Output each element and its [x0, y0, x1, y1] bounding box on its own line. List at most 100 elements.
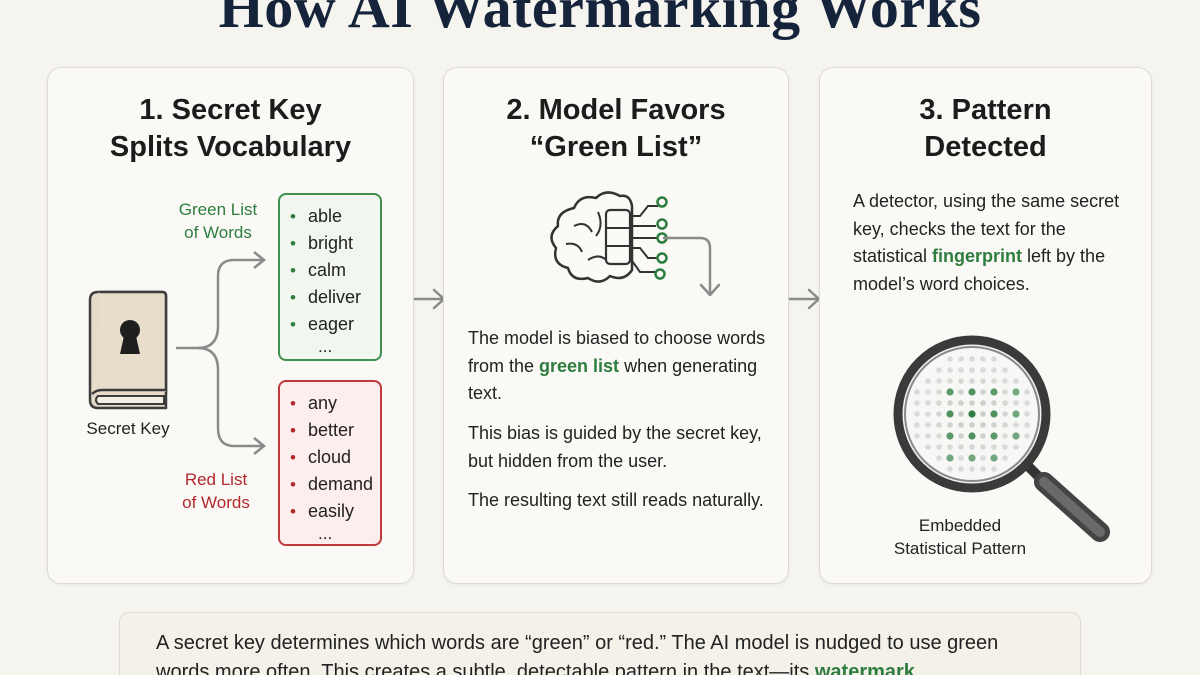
pattern-dot: [958, 422, 964, 428]
arrow-right-icon: [788, 288, 821, 310]
pattern-dot-green: [946, 432, 954, 440]
brain-network-icon: [550, 191, 668, 283]
pattern-dot: [1002, 433, 1008, 439]
pattern-dot: [991, 444, 997, 450]
pattern-dot: [991, 356, 997, 362]
pattern-dot-green: [946, 388, 954, 396]
step-title-line: Detected: [924, 131, 1047, 163]
red-word: •easily: [290, 501, 355, 521]
pattern-dot: [969, 466, 975, 472]
reads-naturally-text: The resulting text still reads naturally…: [468, 490, 764, 510]
bias-guided-text: This bias is guided by the secret key, b…: [468, 423, 762, 471]
pattern-dot-green: [968, 410, 976, 418]
pattern-dot: [991, 378, 997, 384]
summary-box: A secret key determines which words are …: [119, 612, 1081, 675]
pattern-dot: [958, 433, 964, 439]
step-card-secret-key: 1. Secret Key Splits Vocabulary Secret K…: [47, 67, 414, 584]
pattern-dot: [947, 400, 953, 406]
pattern-dot: [980, 455, 986, 461]
detector-text: A detector, using the same secret key, c…: [853, 191, 1120, 294]
pattern-dot: [914, 389, 920, 395]
pattern-dot: [1002, 444, 1008, 450]
pattern-dot: [947, 422, 953, 428]
pattern-dot: [936, 389, 942, 395]
pattern-dot: [925, 411, 931, 417]
pattern-dot: [980, 466, 986, 472]
magnifying-glass-icon: [893, 335, 1110, 542]
page-title: How AI Watermarking Works: [218, 0, 982, 40]
pattern-dot: [980, 389, 986, 395]
pattern-dot: [936, 400, 942, 406]
step-title-line: 3. Pattern: [919, 94, 1052, 126]
pattern-dot-green: [968, 388, 976, 396]
label-line: Embedded: [918, 516, 1002, 535]
green-word-list: •able •bright •calm •deliver •eager ...: [278, 193, 382, 361]
pattern-dot: [947, 444, 953, 450]
pattern-dot: [1002, 422, 1008, 428]
split-arrows: [176, 251, 267, 455]
step-title-line: 2. Model Favors: [506, 94, 726, 126]
label-line: Statistical Pattern: [893, 539, 1027, 558]
pattern-dot-green: [990, 454, 998, 462]
step-title-line: Splits Vocabulary: [109, 131, 352, 163]
pattern-dot: [1024, 389, 1030, 395]
pattern-dot: [1024, 400, 1030, 406]
pattern-dot: [947, 466, 953, 472]
pattern-dot: [980, 356, 986, 362]
pattern-dot: [936, 444, 942, 450]
more-words: ...: [318, 337, 333, 356]
green-list-label: Green List of Words: [168, 198, 268, 244]
pattern-dot: [969, 422, 975, 428]
pattern-dot: [980, 400, 986, 406]
pattern-dot-green: [946, 454, 954, 462]
pattern-dot: [1013, 400, 1019, 406]
pattern-dot: [936, 422, 942, 428]
green-word: •able: [290, 206, 343, 226]
pattern-dot: [980, 378, 986, 384]
pattern-dot-green: [990, 388, 998, 396]
pattern-dot-green: [1012, 432, 1020, 440]
pattern-dot: [1002, 367, 1008, 373]
pattern-dot: [914, 422, 920, 428]
secret-key-label: Secret Key: [86, 419, 170, 438]
pattern-dot: [925, 389, 931, 395]
pattern-label: Embedded Statistical Pattern: [860, 514, 1060, 560]
pattern-dot: [969, 356, 975, 362]
pattern-dot: [980, 367, 986, 373]
step-title: 1. Secret Key Splits Vocabulary: [48, 92, 413, 166]
pattern-dot: [914, 400, 920, 406]
pattern-dot: [936, 411, 942, 417]
pattern-dot: [925, 400, 931, 406]
pattern-dot: [980, 433, 986, 439]
pattern-dot: [1002, 400, 1008, 406]
pattern-dot-green: [968, 454, 976, 462]
pattern-dot: [925, 444, 931, 450]
label-line: Green List: [178, 200, 258, 219]
pattern-dot: [1002, 378, 1008, 384]
red-word: •cloud: [290, 447, 352, 467]
step-card-pattern-detected: 3. Pattern Detected A detector, using th…: [819, 67, 1152, 584]
pattern-dot: [1002, 411, 1008, 417]
step-card-model-favors: 2. Model Favors “Green List” The model i…: [443, 67, 789, 584]
pattern-dot: [1024, 411, 1030, 417]
pattern-dot-green: [990, 410, 998, 418]
label-line: Red List: [184, 470, 248, 489]
pattern-dot: [958, 444, 964, 450]
pattern-dot: [947, 378, 953, 384]
pattern-dot: [980, 422, 986, 428]
fingerprint-highlight: fingerprint: [932, 246, 1023, 266]
pattern-dot: [991, 367, 997, 373]
pattern-dot: [1013, 378, 1019, 384]
pattern-dot: [1013, 422, 1019, 428]
pattern-dot: [1002, 455, 1008, 461]
green-word: •calm: [290, 260, 347, 280]
pattern-dot: [958, 378, 964, 384]
label-line: of Words: [182, 493, 250, 512]
pattern-dot: [958, 389, 964, 395]
pattern-dot-green: [1012, 410, 1020, 418]
pattern-dot: [1013, 444, 1019, 450]
pattern-dot: [969, 400, 975, 406]
red-word-list: •any •better •cloud •demand •easily ...: [278, 380, 382, 546]
more-words: ...: [318, 524, 333, 543]
